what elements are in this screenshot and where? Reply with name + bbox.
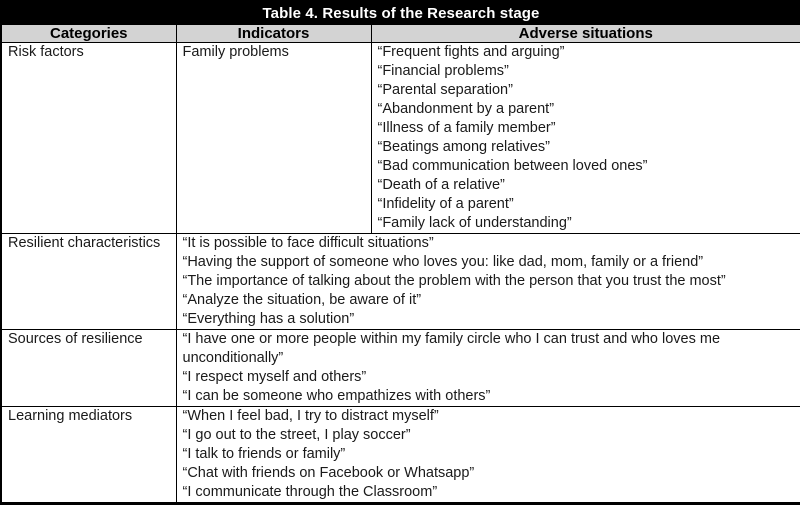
- quote-line: “I can be someone who empathizes with ot…: [182, 388, 491, 404]
- table-row-risk-factors: Risk factors Family problems “Frequent f…: [0, 42, 800, 234]
- quote-line: “Bad communication between loved ones”: [377, 158, 648, 174]
- quote-line: “I communicate through the Classroom”: [182, 484, 438, 500]
- quote-line: “I have one or more people within my fam…: [182, 331, 721, 366]
- quote-line: “Death of a relative”: [377, 177, 505, 193]
- category-cell: Sources of resilience: [0, 329, 177, 407]
- category-cell: Risk factors: [0, 42, 177, 234]
- findings-cell: “When I feel bad, I try to distract myse…: [175, 406, 800, 504]
- quote-line: “Financial problems”: [377, 63, 509, 79]
- quote-line: “When I feel bad, I try to distract myse…: [182, 408, 439, 424]
- quote-line: “Family lack of understanding”: [377, 215, 572, 231]
- quote-line: “Everything has a solution”: [182, 311, 355, 327]
- quote-line: “Parental separation”: [377, 82, 513, 98]
- category-cell: Learning mediators: [0, 406, 177, 504]
- quote-line: “Frequent fights and arguing”: [377, 44, 565, 60]
- quote-line: “Illness of a family member”: [377, 120, 556, 136]
- findings-cell: “It is possible to face difficult situat…: [175, 233, 800, 330]
- table-row-sources-of-resilience: Sources of resilience “I have one or mor…: [0, 329, 800, 407]
- findings-cell: “I have one or more people within my fam…: [175, 329, 800, 407]
- quote-line: “Abandonment by a parent”: [377, 101, 555, 117]
- table-row-learning-mediators: Learning mediators “When I feel bad, I t…: [0, 406, 800, 504]
- indicator-cell: Family problems: [175, 42, 372, 234]
- adverse-situations-cell: “Frequent fights and arguing” “Financial…: [370, 42, 800, 234]
- quote-line: “Having the support of someone who loves…: [182, 254, 704, 270]
- table-title: Table 4. Results of the Research stage: [1, 1, 800, 25]
- quote-line: “I talk to friends or family”: [182, 446, 346, 462]
- quote-line: “Chat with friends on Facebook or Whatsa…: [182, 465, 475, 481]
- quote-line: “Infidelity of a parent”: [377, 196, 514, 212]
- column-header-adverse-situations: Adverse situations: [370, 24, 800, 43]
- quote-line: “Analyze the situation, be aware of it”: [182, 292, 422, 308]
- table-row-resilient-characteristics: Resilient characteristics “It is possibl…: [0, 233, 800, 330]
- column-header-categories: Categories: [0, 24, 177, 43]
- table-title-row: Table 4. Results of the Research stage: [1, 1, 800, 25]
- column-header-indicators: Indicators: [175, 24, 372, 43]
- quote-line: “The importance of talking about the pro…: [182, 273, 726, 289]
- quote-line: “I respect myself and others”: [182, 369, 367, 385]
- quote-line: “I go out to the street, I play soccer”: [182, 427, 411, 443]
- column-header-row: Categories Indicators Adverse situations: [0, 24, 800, 43]
- quote-line: “Beatings among relatives”: [377, 139, 550, 155]
- quote-line: “It is possible to face difficult situat…: [182, 235, 434, 251]
- category-cell: Resilient characteristics: [0, 233, 177, 330]
